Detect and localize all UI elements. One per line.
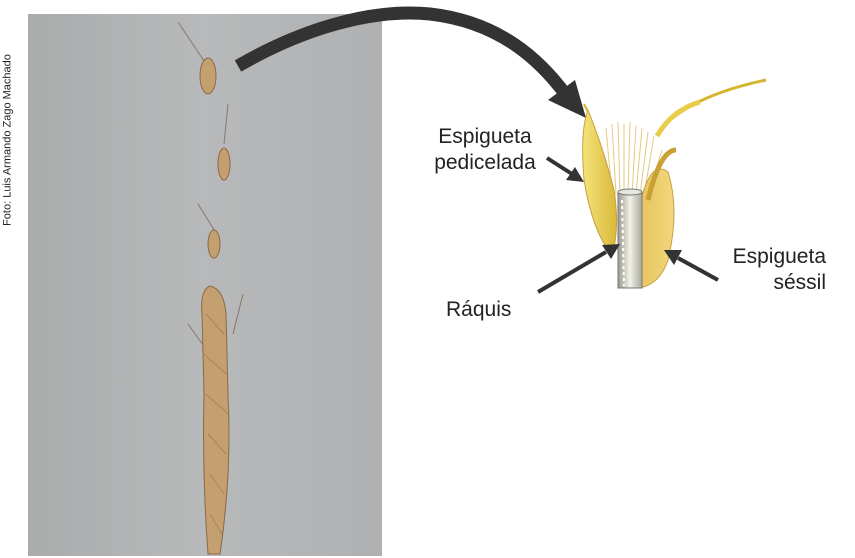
label-sessile-line1: Espigueta bbox=[700, 244, 826, 270]
awn bbox=[660, 80, 766, 130]
label-rachis: Ráquis bbox=[446, 297, 511, 323]
label-pedicelled-line1: Espigueta bbox=[414, 124, 556, 150]
label-pedicelled-line2: pedicelada bbox=[414, 150, 556, 176]
link-arrow bbox=[238, 13, 566, 95]
label-pedicelled-spikelet: Espigueta pedicelada bbox=[414, 124, 556, 176]
pedicelled-glume bbox=[583, 110, 617, 256]
label-sessile-spikelet: Espigueta séssil bbox=[700, 244, 826, 296]
label-sessile-line2: séssil bbox=[700, 270, 826, 296]
arrow-raquis bbox=[538, 252, 606, 292]
